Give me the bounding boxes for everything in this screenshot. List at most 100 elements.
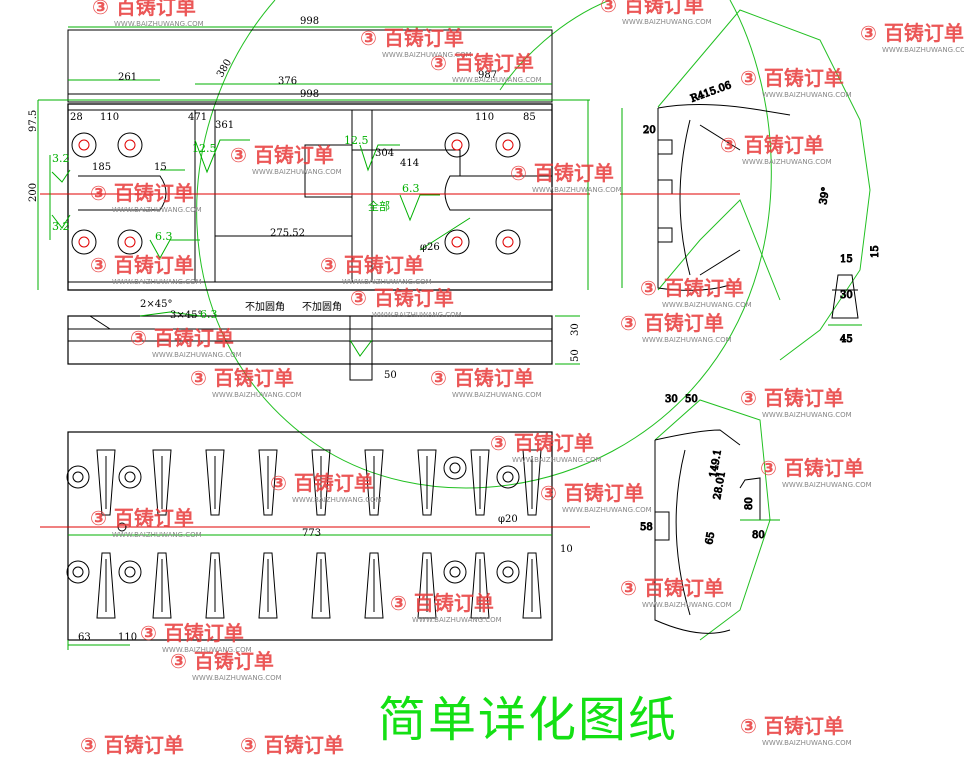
dim-304: 304	[375, 148, 394, 159]
watermark-brand: ③ 百铸订单	[360, 26, 464, 50]
dim-63: 63	[78, 632, 91, 643]
detail-15-a: 15	[840, 254, 853, 265]
side-view: 2×45° 3×45° 6.3 不加圆角 不加圆角 30 50 50	[67, 299, 581, 381]
tooth	[417, 449, 437, 516]
watermark-url: WWW.BAIZHUWANG.COM	[782, 481, 872, 489]
watermark-brand: ③ 百铸订单	[140, 621, 244, 645]
watermark-url: WWW.BAIZHUWANG.COM	[642, 336, 732, 344]
tooth	[522, 552, 542, 619]
watermark-brand: ③ 百铸订单	[90, 506, 194, 530]
dim-110-left: 110	[100, 112, 119, 123]
dim-20: 20	[643, 125, 656, 136]
dim-185: 185	[92, 162, 111, 173]
note-no-fillet-1: 不加圆角	[245, 301, 285, 313]
dim-987: 987	[478, 70, 497, 81]
dim-110-right: 110	[475, 112, 494, 123]
watermark-brand: ③ 百铸订单	[620, 311, 724, 335]
watermark-url: WWW.BAIZHUWANG.COM	[642, 601, 732, 609]
watermark-url: WWW.BAIZHUWANG.COM	[342, 278, 432, 286]
note-no-fillet-2: 不加圆角	[302, 301, 342, 313]
roughness-6-3-c: 6.3	[200, 308, 218, 321]
watermark-brand: ③ 百铸订单	[640, 276, 744, 300]
tooth	[258, 552, 278, 619]
dim-28: 28	[70, 112, 83, 123]
watermark-url: WWW.BAIZHUWANG.COM	[412, 616, 502, 624]
watermark-url: WWW.BAIZHUWANG.COM	[212, 391, 302, 399]
fdim-149: 149.1	[708, 448, 724, 478]
tooth	[152, 449, 172, 516]
tooth	[470, 552, 490, 619]
watermark-url: WWW.BAIZHUWANG.COM	[762, 739, 852, 747]
tooth	[417, 552, 437, 619]
watermark-url: WWW.BAIZHUWANG.COM	[562, 506, 652, 514]
dim-3x45: 3×45°	[170, 310, 202, 321]
watermark-url: WWW.BAIZHUWANG.COM	[192, 674, 282, 682]
tooth	[96, 449, 116, 516]
watermark-brand: ③ 百铸订单	[740, 714, 844, 738]
watermark-url: WWW.BAIZHUWANG.COM	[662, 301, 752, 309]
section-view-top: R415.06 20 39°	[620, 79, 833, 291]
dim-97-5: 97.5	[28, 110, 39, 132]
dim-773: 773	[302, 528, 321, 539]
watermark-brand: ③ 百铸订单	[620, 576, 724, 600]
watermark-url: WWW.BAIZHUWANG.COM	[372, 311, 462, 319]
watermark-url: WWW.BAIZHUWANG.COM	[382, 51, 472, 59]
fdim-65: 65	[704, 531, 717, 545]
dim-376: 376	[278, 76, 297, 87]
bottom-view: 773 φ20 10 63 110	[40, 431, 590, 650]
dim-phi26: φ26	[420, 242, 440, 253]
dim-2x45: 2×45°	[140, 299, 172, 310]
dim-30: 30	[570, 323, 581, 336]
dim-50-side: 50	[570, 349, 581, 362]
bolt-holes	[71, 132, 521, 255]
fdim-80-a: 80	[744, 497, 755, 510]
dim-275: 275.52	[270, 228, 305, 239]
teeth-group	[96, 449, 542, 619]
detail-45: 45	[840, 334, 853, 345]
watermark-url: WWW.BAIZHUWANG.COM	[762, 91, 852, 99]
watermark-url: WWW.BAIZHUWANG.COM	[252, 168, 342, 176]
watermark-brand: ③ 百铸订单	[130, 326, 234, 350]
tooth	[311, 449, 331, 516]
dim-50-bottom: 50	[384, 370, 397, 381]
watermark-brand: ③ 百铸订单	[240, 733, 344, 757]
watermark-brand: ③ 百铸订单	[90, 253, 194, 277]
watermark-brand: ③ 百铸订单	[190, 366, 294, 390]
tooth	[470, 449, 490, 516]
tooth	[364, 552, 384, 619]
fdim-30: 30	[665, 394, 678, 405]
dim-39-deg: 39°	[818, 186, 832, 205]
fdim-50: 50	[685, 394, 698, 405]
watermark-url: WWW.BAIZHUWANG.COM	[292, 496, 382, 504]
watermark-url: WWW.BAIZHUWANG.COM	[622, 18, 712, 26]
dim-phi20: φ20	[498, 514, 518, 525]
watermark-url: WWW.BAIZHUWANG.COM	[114, 20, 204, 28]
watermark-url: WWW.BAIZHUWANG.COM	[532, 186, 622, 194]
watermark-brand: ③ 百铸订单	[80, 733, 184, 757]
dim-414: 414	[400, 158, 419, 169]
watermark-brand: ③ 百铸订单	[540, 481, 644, 505]
watermark-brand: ③ 百铸订单	[92, 0, 196, 19]
dim-110-bottom: 110	[118, 632, 137, 643]
watermark-url: WWW.BAIZHUWANG.COM	[112, 531, 202, 539]
dim-top-width: 998	[300, 16, 319, 27]
watermark-url: WWW.BAIZHUWANG.COM	[152, 351, 242, 359]
watermark-brand: ③ 百铸订单	[320, 253, 424, 277]
tooth	[96, 552, 116, 619]
dim-261: 261	[118, 72, 137, 83]
watermark-brand: ③ 百铸订单	[350, 286, 454, 310]
watermark-url: WWW.BAIZHUWANG.COM	[512, 456, 602, 464]
watermark-url: WWW.BAIZHUWANG.COM	[452, 76, 542, 84]
tooth	[205, 552, 225, 619]
watermark-brand: ③ 百铸订单	[170, 649, 274, 673]
watermark-brand: ③ 百铸订单	[720, 133, 824, 157]
watermark-brand: ③ 百铸订单	[600, 0, 704, 17]
watermark-brand: ③ 百铸订单	[90, 181, 194, 205]
tooth	[205, 449, 225, 516]
tooth	[152, 552, 172, 619]
watermark-url: WWW.BAIZHUWANG.COM	[742, 158, 832, 166]
watermark-url: WWW.BAIZHUWANG.COM	[162, 646, 252, 654]
detail-15-b: 15	[870, 245, 881, 258]
roughness-3-2-a: 3.2	[52, 152, 70, 165]
